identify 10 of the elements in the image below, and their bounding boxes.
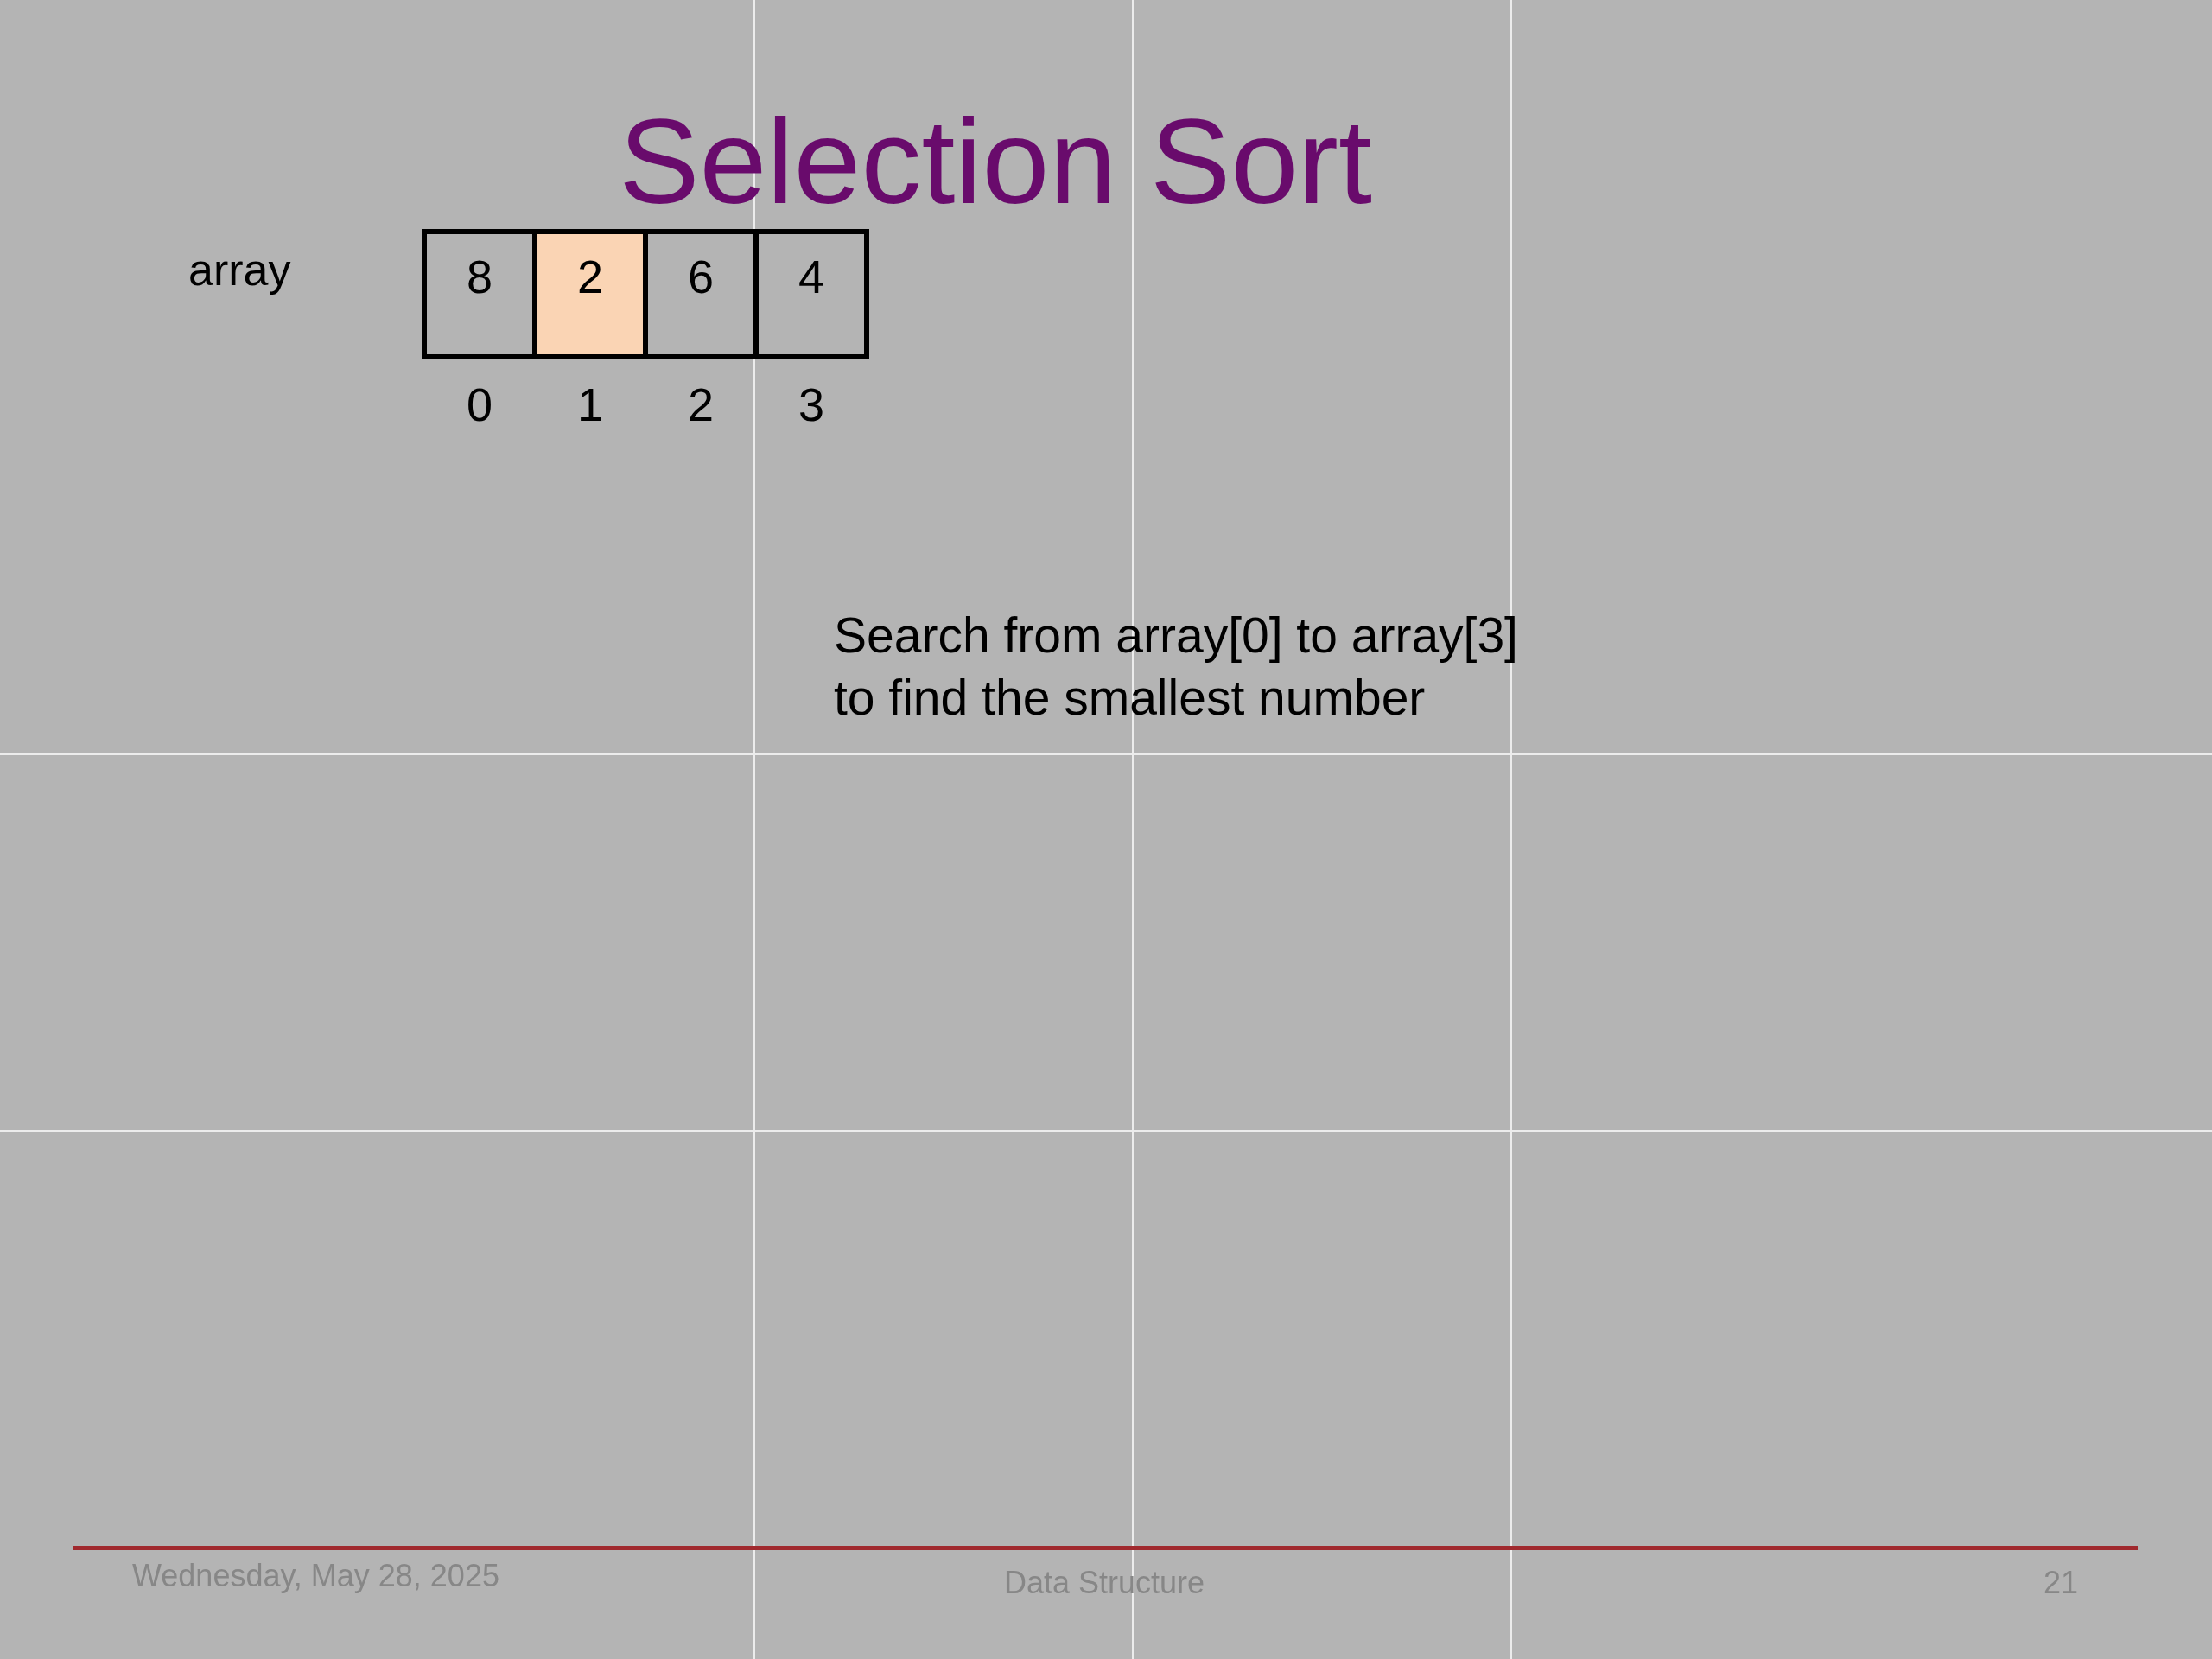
array-cell: 4 (759, 229, 869, 359)
slide-title: Selection Sort (619, 101, 1372, 222)
array-cell: 8 (422, 229, 537, 359)
array-cell: 2 (537, 229, 648, 359)
index-label: 0 (467, 381, 493, 428)
index-label: 1 (577, 381, 603, 428)
array-cell: 6 (648, 229, 759, 359)
index-label: 3 (798, 381, 824, 428)
index-label: 2 (688, 381, 714, 428)
instruction-text: Search from array[0] to array[3] to find the smallest number (834, 607, 1519, 727)
